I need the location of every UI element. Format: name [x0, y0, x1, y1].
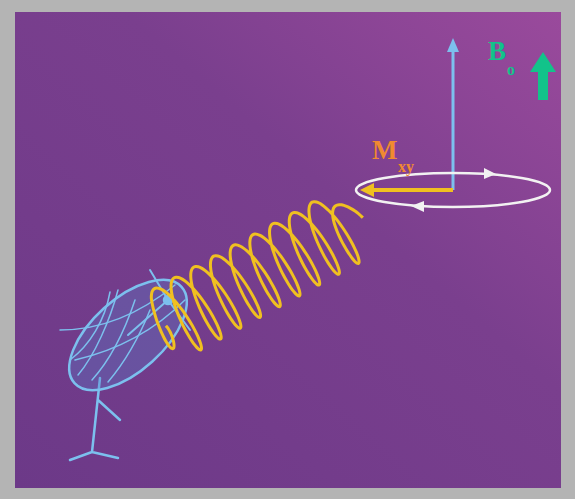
rf-wave	[151, 202, 363, 350]
field-symbol: B	[488, 38, 506, 65]
magnetization-symbol: M	[372, 137, 397, 164]
b0-arrow	[530, 52, 556, 100]
magnetization-subscript: xy	[398, 159, 414, 175]
field-subscript: o	[507, 62, 515, 78]
precession-ellipse	[356, 168, 550, 212]
rf-wave-coil	[151, 202, 363, 350]
mxy-vector	[360, 183, 453, 197]
background-panel	[15, 12, 561, 488]
antenna-dish	[50, 260, 205, 460]
z-axis-arrow	[447, 38, 459, 190]
